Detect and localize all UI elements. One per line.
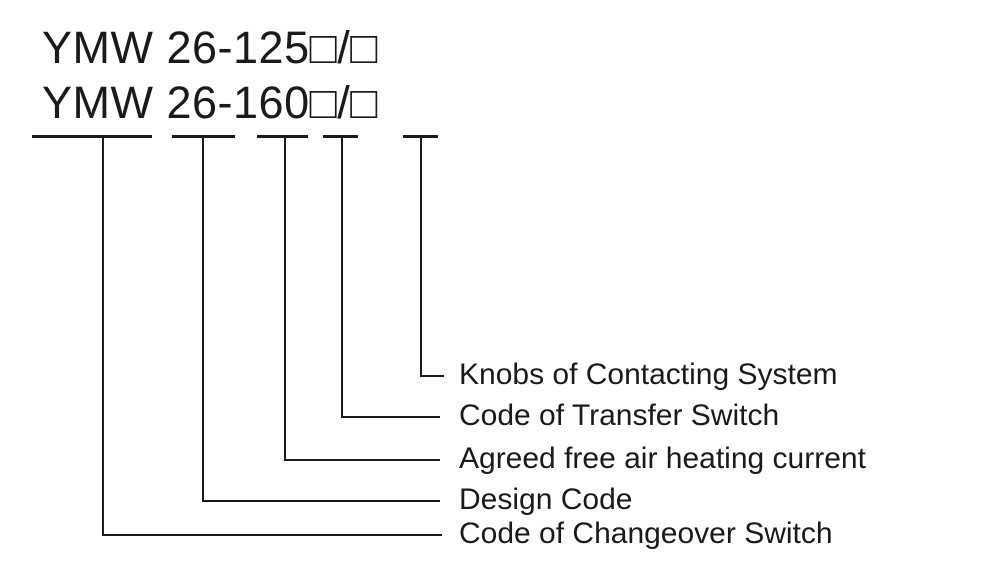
label-agreed-free-air-heating-current: Agreed free air heating current (459, 442, 866, 475)
connector-vertical-agreed (284, 136, 286, 461)
connector-horizontal-design (202, 500, 440, 502)
underline-transfer-code-box (323, 135, 358, 138)
label-knobs-of-contacting-system: Knobs of Contacting System (459, 358, 838, 391)
label-design-code: Design Code (459, 483, 633, 516)
model-number-line-1: YMW 26-125□/□ (42, 22, 378, 73)
connector-vertical-knobs (420, 136, 422, 377)
label-code-of-transfer-switch: Code of Transfer Switch (459, 399, 780, 432)
connector-horizontal-knobs (420, 375, 444, 377)
connector-horizontal-changeover (102, 534, 442, 536)
connector-horizontal-transfer (341, 416, 440, 418)
connector-vertical-design (202, 136, 204, 502)
underline-changeover-code (32, 135, 152, 138)
connector-vertical-changeover (102, 136, 104, 536)
underline-current-rating (257, 135, 308, 138)
connector-vertical-transfer (341, 136, 343, 418)
model-number-line-2: YMW 26-160□/□ (42, 77, 378, 128)
connector-horizontal-agreed (284, 459, 440, 461)
label-code-of-changeover-switch: Code of Changeover Switch (459, 517, 833, 550)
